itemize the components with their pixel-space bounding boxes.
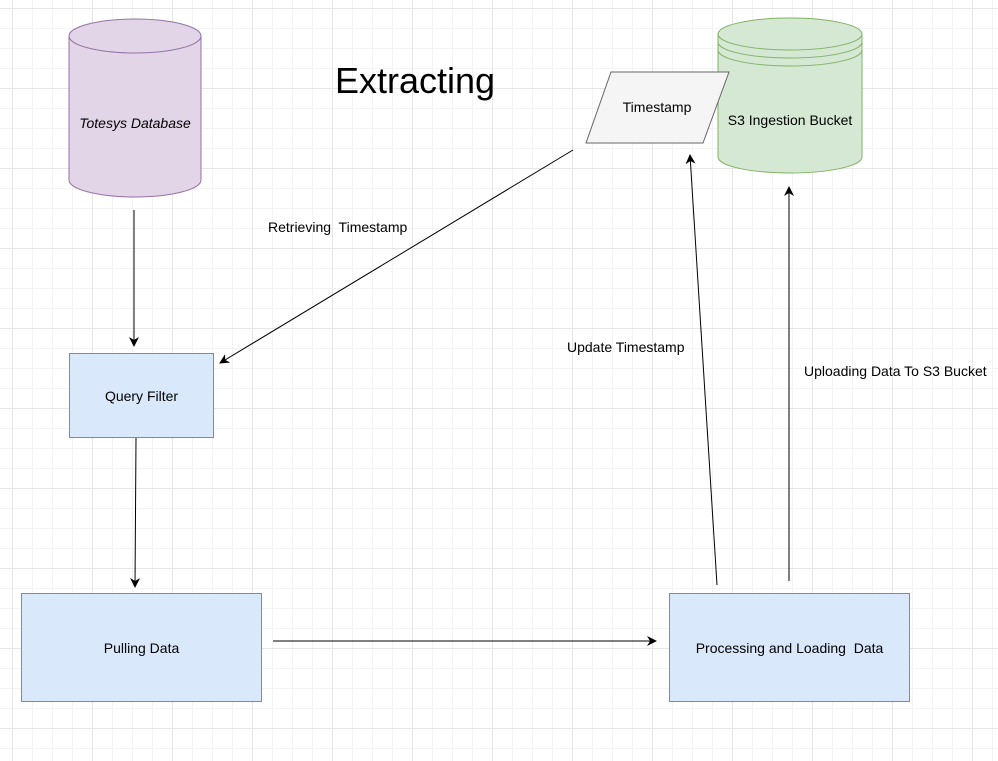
timestamp-label: Timestamp <box>622 99 692 115</box>
edge-timestamp-to-query-filter <box>219 149 574 364</box>
processing-loading-label: Processing and Loading Data <box>695 639 884 656</box>
edge-label-retrieving-timestamp: Retrieving Timestamp <box>268 219 408 235</box>
query-filter-box[interactable]: Query Filter <box>69 353 214 438</box>
totesys-database-shape[interactable] <box>68 18 202 198</box>
edge-query-filter-to-pulling-data <box>130 437 141 588</box>
edge-label-update-timestamp: Update Timestamp <box>567 339 685 355</box>
diagram-title: Extracting <box>335 60 496 101</box>
s3-bucket-shape[interactable] <box>717 17 863 174</box>
timestamp-shape[interactable] <box>585 71 730 144</box>
pulling-data-box[interactable]: Pulling Data <box>21 593 262 702</box>
edge-processing-to-timestamp <box>685 154 718 586</box>
pulling-data-label: Pulling Data <box>103 639 180 656</box>
bucket-label: S3 Ingestion Bucket <box>727 112 853 128</box>
query-filter-label: Query Filter <box>104 387 179 404</box>
database-label: Totesys Database <box>79 115 191 131</box>
edge-label-uploading-data: Uploading Data To S3 Bucket <box>804 363 987 379</box>
processing-loading-box[interactable]: Processing and Loading Data <box>669 593 910 702</box>
